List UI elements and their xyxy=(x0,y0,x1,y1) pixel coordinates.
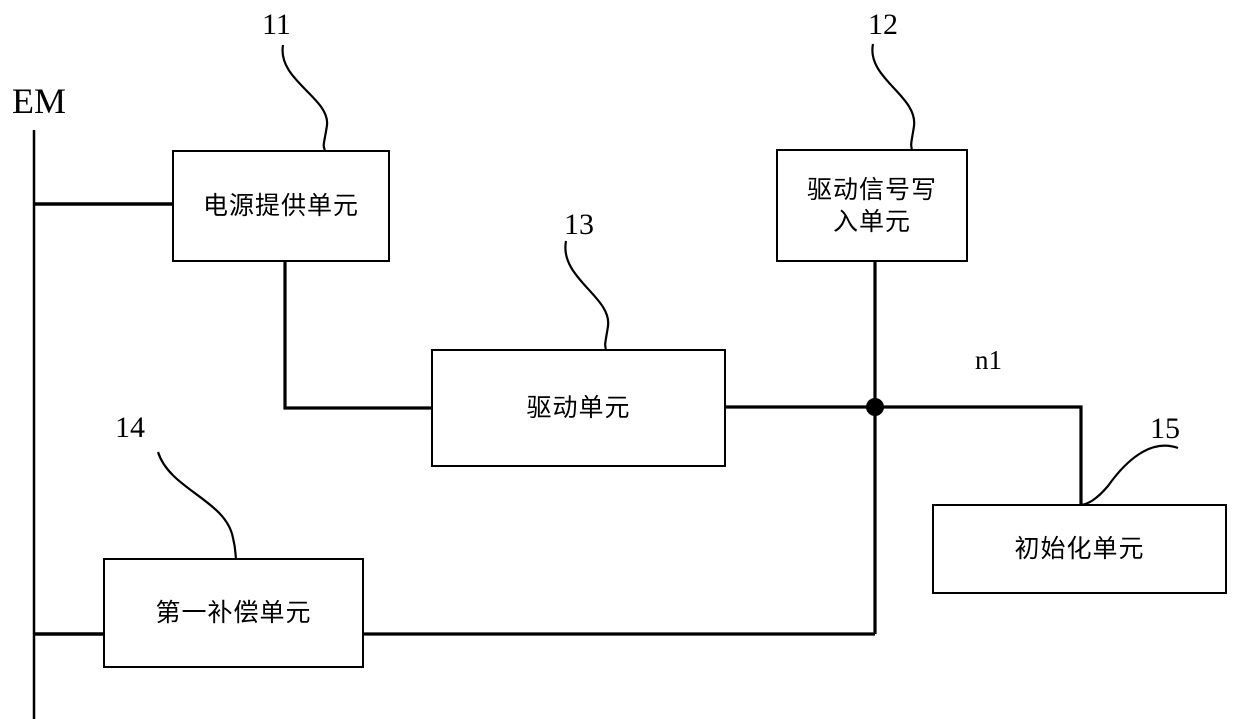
leader-curve-14 xyxy=(156,451,238,559)
power-supply-to-drive-wire xyxy=(283,262,431,410)
block-label-first-compensation-unit: 第一补偿单元 xyxy=(155,598,312,627)
signal-label-em: EM xyxy=(12,81,66,121)
signal-label-n1: n1 xyxy=(975,345,1002,375)
ref-number-13: 13 xyxy=(564,208,594,241)
block-drive-signal-write-unit[interactable]: 驱动信号写 入单元 xyxy=(776,149,968,262)
block-label-drive-unit: 驱动单元 xyxy=(526,393,631,422)
leader-curve-13 xyxy=(564,240,610,350)
leader-curve-15 xyxy=(1080,444,1179,507)
n1-junction-dot xyxy=(866,398,884,416)
leader-curve-11 xyxy=(281,44,329,151)
ref-number-12: 12 xyxy=(868,8,898,41)
block-label-initialization-unit: 初始化单元 xyxy=(1014,534,1145,563)
block-label-power-supply-unit: 电源提供单元 xyxy=(202,191,359,220)
leader-curve-12 xyxy=(871,43,916,150)
ref-number-11: 11 xyxy=(262,8,291,41)
block-first-compensation-unit[interactable]: 第一补偿单元 xyxy=(103,558,364,668)
block-drive-unit[interactable]: 驱动单元 xyxy=(431,349,726,467)
block-label-drive-signal-write-unit: 驱动信号写 入单元 xyxy=(806,174,937,236)
block-initialization-unit[interactable]: 初始化单元 xyxy=(932,504,1227,594)
ref-number-15: 15 xyxy=(1150,412,1180,445)
ref-number-14: 14 xyxy=(115,411,145,444)
n1-to-initialization-wire xyxy=(875,405,1083,504)
block-power-supply-unit[interactable]: 电源提供单元 xyxy=(172,150,390,262)
